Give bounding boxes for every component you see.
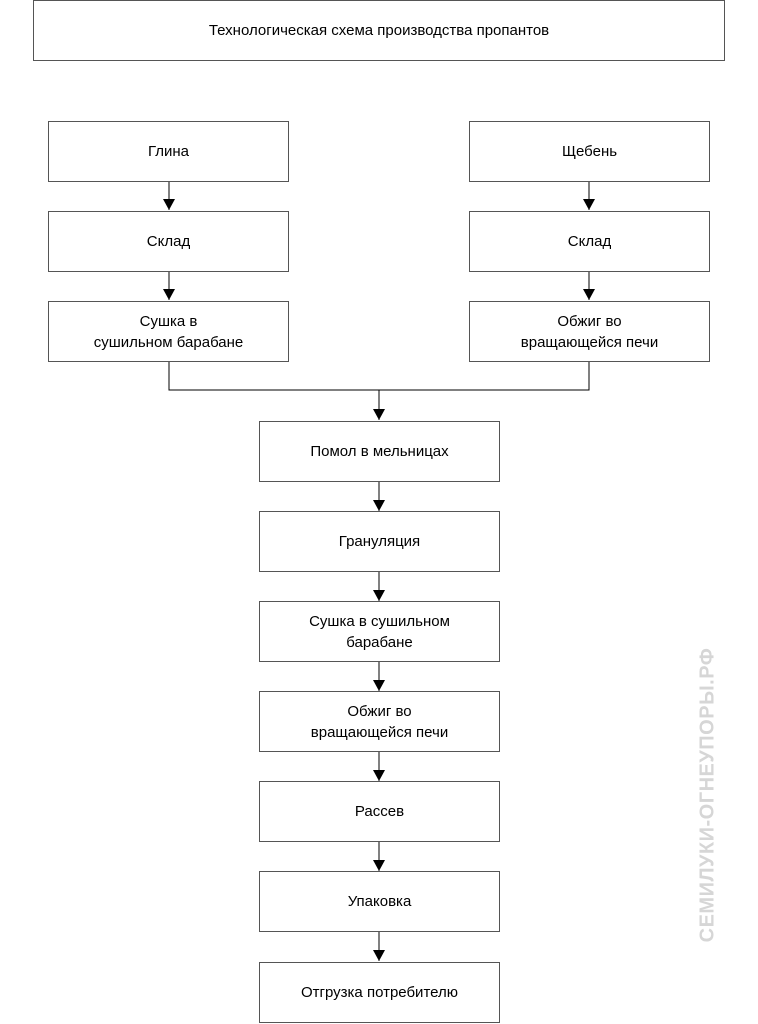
step-sushka-left: Сушка в сушильном барабане xyxy=(48,301,289,362)
step-shcheben: Щебень xyxy=(469,121,710,182)
step-obzhig-right: Обжиг во вращающейся печи xyxy=(469,301,710,362)
step-granulyatsiya: Грануляция xyxy=(259,511,500,572)
step-otgruzka: Отгрузка потребителю xyxy=(259,962,500,1023)
watermark-text: СЕМИЛУКИ-ОГНЕУПОРЫ.РФ xyxy=(696,647,719,943)
step-sushka-main: Сушка в сушильном барабане xyxy=(259,601,500,662)
step-obzhig-main: Обжиг во вращающейся печи xyxy=(259,691,500,752)
step-label: Щебень xyxy=(561,143,618,160)
step-label: Обжиг во вращающейся печи xyxy=(520,312,659,351)
step-label: Склад xyxy=(567,233,612,250)
step-upakovka: Упаковка xyxy=(259,871,500,932)
step-pomol: Помол в мельницах xyxy=(259,421,500,482)
step-sklad-right: Склад xyxy=(469,211,710,272)
step-label: Помол в мельницах xyxy=(310,443,449,460)
step-label: Рассев xyxy=(354,803,405,820)
step-label: Глина xyxy=(147,143,190,160)
step-label: Сушка в сушильном барабане xyxy=(309,612,450,651)
step-label: Отгрузка потребителю xyxy=(300,984,458,1001)
merge-connector xyxy=(168,361,590,391)
step-label: Сушка в сушильном барабане xyxy=(93,312,244,351)
step-label: Грануляция xyxy=(338,533,421,550)
step-rassev: Рассев xyxy=(259,781,500,842)
step-label: Склад xyxy=(146,233,191,250)
step-label: Упаковка xyxy=(347,893,412,910)
step-glina: Глина xyxy=(48,121,289,182)
diagram-title-box: Технологическая схема производства пропа… xyxy=(33,0,725,61)
step-sklad-left: Склад xyxy=(48,211,289,272)
diagram-title: Технологическая схема производства пропа… xyxy=(208,22,550,39)
step-label: Обжиг во вращающейся печи xyxy=(310,702,449,741)
